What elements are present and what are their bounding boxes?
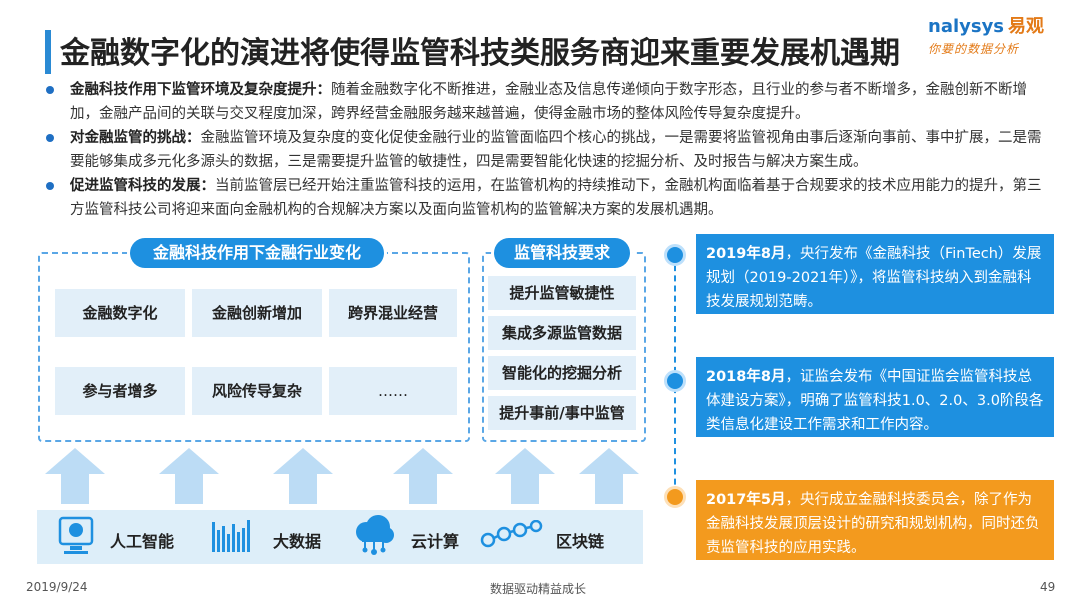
tech-label: 大数据 — [273, 532, 322, 551]
up-arrows — [45, 448, 639, 504]
industry-cell: 参与者增多 — [55, 367, 185, 415]
title-accent-bar — [45, 30, 51, 74]
bullet-list: 金融科技作用下监管环境及复杂度提升：随着金融数字化不断推进，金融业态及信息传递倾… — [40, 78, 1050, 222]
logo-slogan: 你要的数据分析 — [928, 42, 1020, 56]
bullet-dot — [46, 134, 54, 142]
bullet-item: 促进监管科技的发展：当前监管层已经开始注重监管科技的运用，在监管机构的持续推动下… — [40, 174, 1050, 222]
bullet-item: 对金融监管的挑战：金融监管环境及复杂度的变化促使金融行业的监管面临四个核心的挑战… — [40, 126, 1050, 174]
up-arrow-icon — [393, 448, 453, 504]
up-arrow-icon — [45, 448, 105, 504]
bullet-text: 当前监管层已经开始注重监管科技的运用，在监管机构的持续推动下，金融机构面临着基于… — [70, 178, 1042, 218]
bullet-heading: 对金融监管的挑战： — [70, 130, 201, 146]
bullet-dot — [46, 86, 54, 94]
tech-label: 区块链 — [556, 532, 605, 551]
timeline-dot — [664, 486, 686, 508]
industry-cell: 跨界混业经营 — [329, 289, 457, 337]
timeline-card-2017: 2017年5月，央行成立金融科技委员会，除了作为金融科技发展顶层设计的研究和规划… — [696, 480, 1054, 560]
up-arrow-icon — [579, 448, 639, 504]
logo-cn: 易观 — [1008, 16, 1045, 37]
regtech-requirements-title: 监管科技要求 — [494, 238, 630, 268]
ai-icon — [58, 516, 94, 554]
bigdata-icon — [212, 520, 250, 552]
bullet-text: 随着金融数字化不断推进，金融业态及信息传递倾向于数字形态，且行业的参与者不断增多… — [70, 82, 1027, 122]
bullet-heading: 金融科技作用下监管环境及复杂度提升： — [70, 82, 331, 98]
timeline-date: 2017年5月 — [706, 492, 786, 508]
bullet-item: 金融科技作用下监管环境及复杂度提升：随着金融数字化不断推进，金融业态及信息传递倾… — [40, 78, 1050, 126]
timeline-card-2019: 2019年8月，央行发布《金融科技（FinTech）发展规划（2019-2021… — [696, 234, 1054, 314]
footer-slogan: 数据驱动精益成长 — [490, 582, 587, 596]
footer-date: 2019/9/24 — [26, 580, 88, 594]
industry-change-title: 金融科技作用下金融行业变化 — [130, 238, 384, 268]
timeline-text: ，证监会发布《中国证监会监管科技总体建设方案》，明确了监管科技1.0、2.0、3… — [706, 369, 1044, 433]
bullet-dot — [46, 182, 54, 190]
bullet-heading: 促进监管科技的发展： — [70, 178, 215, 194]
timeline-text: ，央行发布《金融科技（FinTech）发展规划（2019-2021年）》，将监管… — [706, 246, 1042, 310]
industry-cell: 金融数字化 — [55, 289, 185, 337]
timeline-text: ，央行成立金融科技委员会，除了作为金融科技发展顶层设计的研究和规划机构，同时还负… — [706, 492, 1040, 556]
up-arrow-icon — [495, 448, 555, 504]
timeline-dot — [664, 244, 686, 266]
requirement-item: 提升事前/事中监管 — [488, 396, 636, 430]
tech-label: 云计算 — [411, 532, 460, 551]
tech-label: 人工智能 — [110, 532, 175, 551]
timeline-date: 2018年8月 — [706, 369, 786, 385]
page-title: 金融数字化的演进将使得监管科技类服务商迎来重要发展机遇期 — [60, 36, 900, 71]
cloud-icon — [356, 515, 394, 555]
industry-cell: …… — [329, 367, 457, 415]
page-number: 49 — [1040, 580, 1056, 594]
industry-cell: 风险传导复杂 — [192, 367, 322, 415]
up-arrow-icon — [159, 448, 219, 504]
industry-cell: 金融创新增加 — [192, 289, 322, 337]
technology-bar — [37, 510, 643, 564]
requirement-item: 提升监管敏捷性 — [488, 276, 636, 310]
timeline-date: 2019年8月 — [706, 246, 786, 262]
requirement-item: 智能化的挖掘分析 — [488, 356, 636, 390]
timeline-card-2018: 2018年8月，证监会发布《中国证监会监管科技总体建设方案》，明确了监管科技1.… — [696, 357, 1054, 437]
timeline-dot — [664, 370, 686, 392]
bullet-text: 金融监管环境及复杂度的变化促使金融行业的监管面临四个核心的挑战，一是需要将监管视… — [70, 130, 1042, 170]
blockchain-icon — [480, 520, 543, 548]
requirement-item: 集成多源监管数据 — [488, 316, 636, 350]
up-arrow-icon — [273, 448, 333, 504]
logo-brand: nalysys — [928, 16, 1005, 37]
